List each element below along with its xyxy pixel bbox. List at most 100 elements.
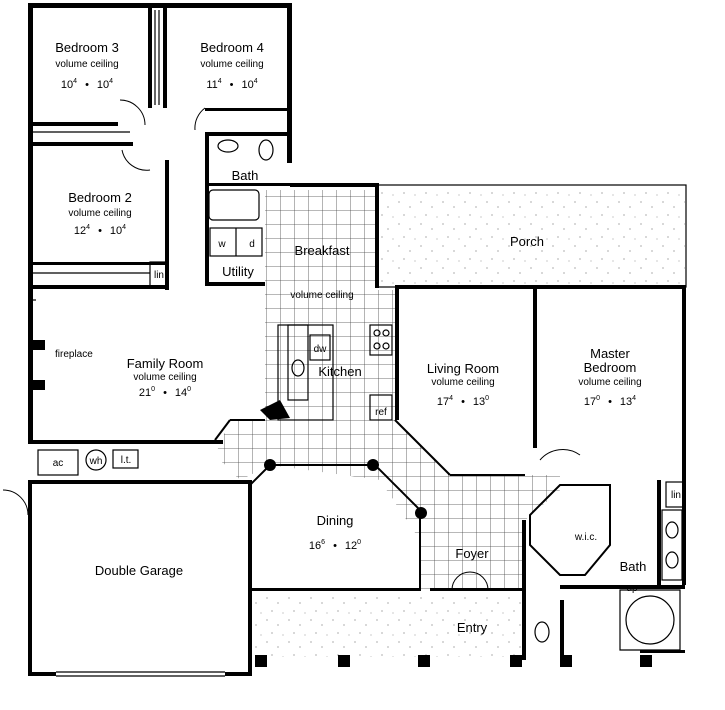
wall bbox=[430, 588, 525, 591]
step-up-label: up bbox=[626, 583, 638, 594]
bath-sink bbox=[217, 139, 239, 153]
entry-column bbox=[640, 655, 652, 667]
wall bbox=[205, 183, 290, 186]
wall bbox=[682, 285, 686, 585]
bedroom3-name: Bedroom 3 bbox=[55, 40, 119, 55]
bedroom2-name: Bedroom 2 bbox=[68, 190, 132, 205]
refrigerator-box bbox=[369, 394, 393, 421]
wall bbox=[163, 8, 167, 108]
living-room-dims: 174•130 bbox=[437, 395, 489, 408]
dining-dims: 166•120 bbox=[309, 539, 361, 552]
linen-closet-right bbox=[665, 481, 685, 508]
water-heater bbox=[85, 449, 107, 471]
master-toilet bbox=[534, 621, 550, 643]
family-room-dims: 210•140 bbox=[139, 386, 191, 399]
range bbox=[369, 324, 393, 356]
dining-column bbox=[367, 459, 379, 471]
entry-column bbox=[255, 655, 267, 667]
room-labels: Bedroom 3 volume ceiling 104•104 Bedroom… bbox=[53, 40, 681, 635]
master-bedroom-name-2: Bedroom bbox=[584, 360, 637, 375]
wall bbox=[28, 3, 33, 443]
dining-name: Dining bbox=[317, 513, 354, 528]
bedroom3-dims: 104•104 bbox=[61, 78, 113, 91]
linen-closet-left bbox=[149, 261, 169, 287]
linen-right-label: lin bbox=[671, 490, 681, 501]
entry-column bbox=[338, 655, 350, 667]
garden-tub bbox=[619, 589, 681, 651]
wall bbox=[28, 480, 32, 675]
wall bbox=[148, 8, 152, 108]
breakfast-label: Breakfast bbox=[295, 243, 350, 258]
double-garage-label: Double Garage bbox=[95, 563, 183, 578]
master-vanity bbox=[661, 509, 683, 581]
wh-label: wh bbox=[89, 456, 103, 467]
ac-label: ac bbox=[53, 458, 64, 469]
kitchen-ceiling-label: volume ceiling bbox=[290, 290, 353, 301]
master-bedroom-name-1: Master bbox=[590, 346, 630, 361]
wall bbox=[657, 480, 661, 585]
fireplace-block bbox=[33, 380, 45, 390]
fixtures bbox=[2, 10, 685, 677]
foyer-tile bbox=[215, 420, 560, 590]
walls bbox=[28, 3, 687, 676]
entry-column bbox=[560, 655, 572, 667]
kitchen-sink bbox=[291, 359, 305, 377]
wall bbox=[375, 183, 379, 288]
wall bbox=[522, 520, 526, 660]
entry-label: Entry bbox=[457, 620, 488, 635]
dryer-label: d bbox=[249, 239, 255, 250]
foyer-label: Foyer bbox=[455, 546, 489, 561]
wall bbox=[28, 3, 290, 8]
family-room-name: Family Room bbox=[127, 356, 204, 371]
wall bbox=[205, 132, 290, 136]
family-room-ceiling: volume ceiling bbox=[133, 372, 196, 383]
wall bbox=[33, 285, 168, 289]
bath-top-label: Bath bbox=[232, 168, 259, 183]
wic-label: w.i.c. bbox=[574, 532, 597, 543]
wall bbox=[560, 585, 685, 589]
wall bbox=[640, 650, 685, 653]
wall bbox=[33, 142, 133, 146]
fireplace-block bbox=[33, 340, 45, 350]
ac-unit bbox=[37, 449, 79, 476]
refrigerator-label: ref bbox=[375, 407, 387, 418]
counter-corner bbox=[260, 400, 290, 420]
wall bbox=[395, 285, 399, 420]
living-room-ceiling: volume ceiling bbox=[431, 377, 494, 388]
floor-fills bbox=[215, 186, 685, 657]
wall bbox=[28, 440, 223, 444]
wall bbox=[533, 288, 537, 448]
entry-column bbox=[510, 655, 522, 667]
wall bbox=[205, 108, 290, 111]
wall bbox=[205, 282, 265, 286]
fireplace-label: fireplace bbox=[55, 349, 93, 360]
lt-label: l.t. bbox=[121, 455, 132, 466]
wall bbox=[395, 285, 685, 289]
washer-label: w bbox=[217, 239, 226, 250]
porch-floor bbox=[380, 186, 685, 286]
bedroom4-name: Bedroom 4 bbox=[200, 40, 264, 55]
entry-floor bbox=[250, 595, 522, 657]
bedroom2-dims: 124•104 bbox=[74, 224, 126, 237]
dishwasher-label: dw bbox=[314, 344, 328, 355]
bedroom3-ceiling: volume ceiling bbox=[55, 59, 118, 70]
master-bedroom-ceiling: volume ceiling bbox=[578, 377, 641, 388]
wall bbox=[290, 183, 378, 187]
wall bbox=[225, 672, 252, 676]
kitchen-label: Kitchen bbox=[318, 364, 361, 379]
wall bbox=[560, 600, 564, 660]
entry-column bbox=[418, 655, 430, 667]
bedroom2-ceiling: volume ceiling bbox=[68, 208, 131, 219]
walk-in-closet-outline bbox=[529, 484, 611, 576]
wall bbox=[205, 132, 209, 282]
wall bbox=[28, 672, 56, 676]
linen-left-label: lin bbox=[154, 270, 164, 281]
wall bbox=[165, 160, 169, 290]
kitchen-breakfast-tile bbox=[265, 190, 395, 420]
bath-toilet bbox=[258, 139, 274, 161]
wall bbox=[28, 480, 248, 484]
bedroom4-ceiling: volume ceiling bbox=[200, 59, 263, 70]
dining-column bbox=[264, 459, 276, 471]
living-room-name: Living Room bbox=[427, 361, 499, 376]
